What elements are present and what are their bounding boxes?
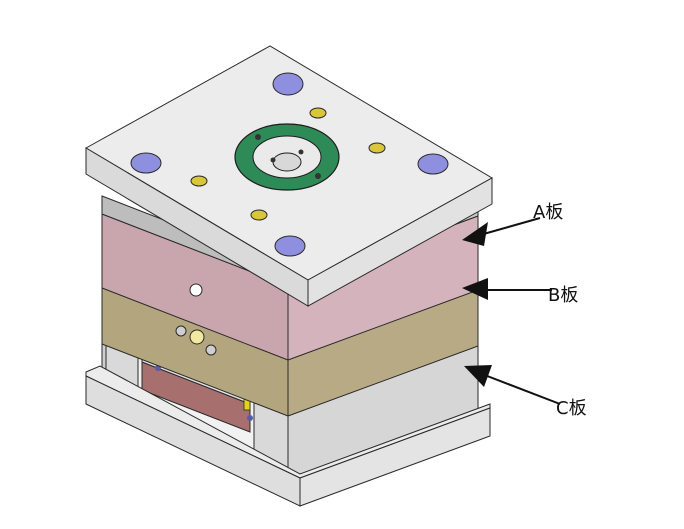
ring-screw bbox=[298, 149, 304, 155]
a-plate-label: A板 bbox=[533, 202, 564, 223]
screw-head bbox=[247, 415, 253, 421]
screw-head bbox=[190, 175, 208, 187]
c-plate-label: C板 bbox=[556, 398, 587, 419]
top-plate-right-face bbox=[307, 177, 493, 307]
b-plate-hole bbox=[175, 325, 187, 337]
guide-bushing bbox=[272, 72, 304, 96]
a-plate-hole bbox=[189, 283, 203, 297]
base-plate-right-face bbox=[299, 407, 491, 507]
screw-head bbox=[250, 209, 268, 221]
ring-screw bbox=[270, 157, 276, 163]
callout-arrow-a bbox=[462, 217, 541, 246]
callout-arrow-b bbox=[462, 278, 552, 300]
b-plate-hole bbox=[189, 329, 205, 345]
screw-head bbox=[309, 107, 327, 119]
sprue-bushing bbox=[272, 152, 302, 172]
callout-arrow-c bbox=[464, 365, 561, 405]
screw-head bbox=[368, 142, 386, 154]
b-plate-hole bbox=[205, 344, 217, 356]
ring-screw bbox=[255, 134, 261, 140]
b-plate-label: B板 bbox=[548, 285, 579, 306]
guide-bushing bbox=[274, 235, 306, 257]
guide-bushing bbox=[130, 152, 162, 174]
ring-screw bbox=[315, 173, 321, 179]
guide-bushing bbox=[417, 153, 449, 175]
